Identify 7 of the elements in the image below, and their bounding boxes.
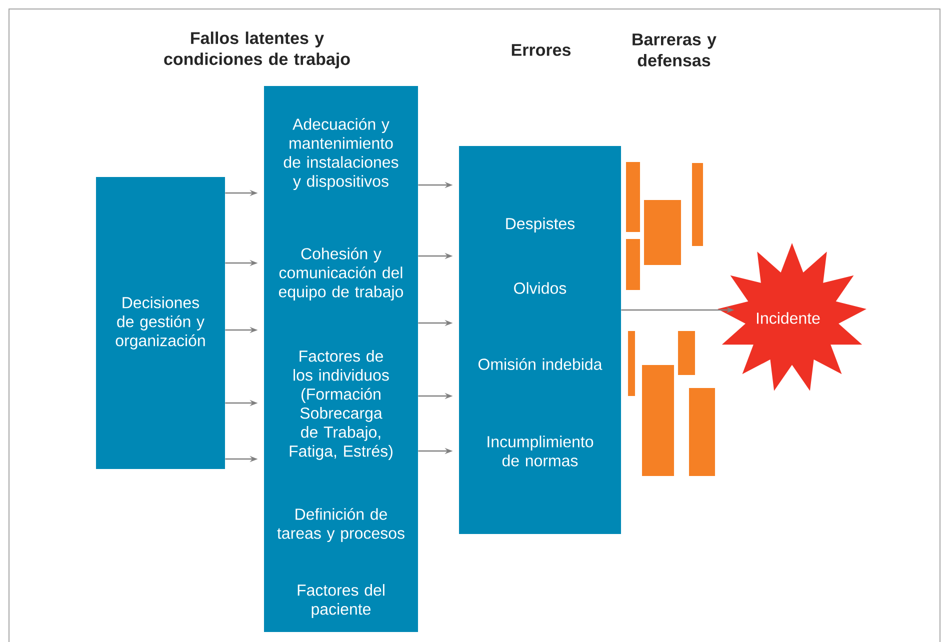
process-box: Decisiones de gestión y organización (96, 177, 225, 469)
column-heading: Fallos latentes y condiciones de trabajo (164, 32, 350, 68)
column-heading: Barreras y defensas (632, 34, 716, 66)
process-box: Adecuación y mantenimiento de instalaciones y dispositivos Cohesión y comunicación del equipo de trabajo Factores de los individuos (Formación Sobrecarga de Trabajo, Fatiga, Estrés) Definición de tareas y procesos Factores del paciente (264, 86, 418, 632)
column-heading: Errores (512, 44, 571, 56)
process-box: Despistes Olvidos Omisión indebida Incumplimiento de normas (459, 146, 621, 534)
incident-starburst: Incidente (718, 243, 866, 391)
